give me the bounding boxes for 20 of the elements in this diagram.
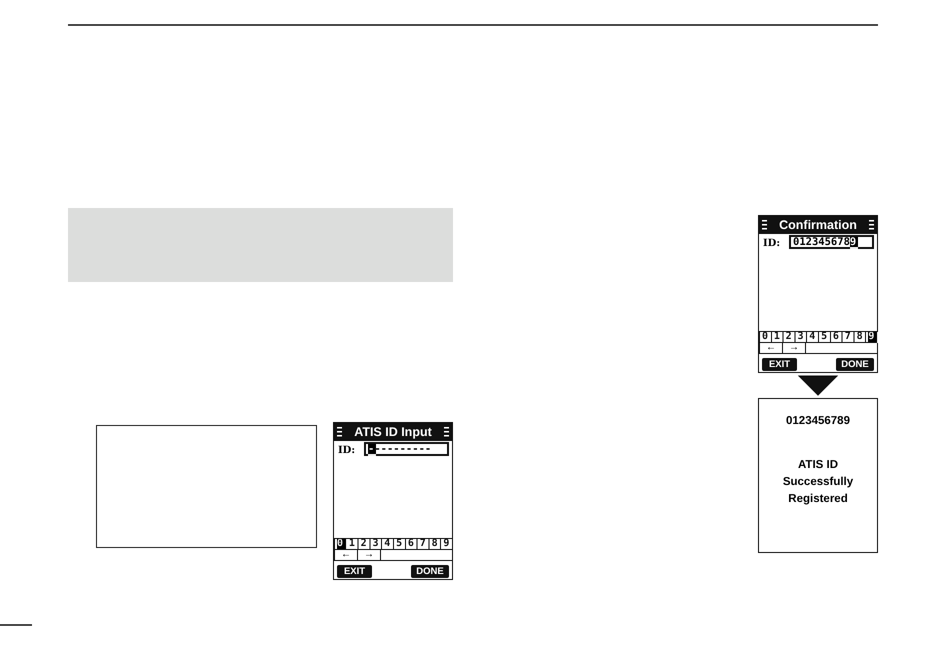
softkey-button: DONE xyxy=(836,358,874,371)
screen-title: ATIS ID Input xyxy=(353,424,433,441)
field-label: ID: xyxy=(338,445,356,456)
screen-title: Confirmation xyxy=(778,217,858,234)
softkey-button: EXIT xyxy=(337,565,372,578)
key: → xyxy=(782,342,806,354)
status-message: ATIS ID Successfully Registered xyxy=(782,458,854,507)
display-screen xyxy=(758,398,878,553)
arrow xyxy=(798,376,838,396)
empty-frame xyxy=(96,425,317,548)
display-screen xyxy=(758,215,878,373)
key: ← xyxy=(334,549,358,561)
softkey-button: DONE xyxy=(411,565,449,578)
key: → xyxy=(357,549,381,561)
field-label: ID: xyxy=(763,238,780,249)
key: ← xyxy=(759,342,783,354)
note-band xyxy=(68,208,453,282)
id-number: 0123456789 xyxy=(785,414,851,429)
display-screen xyxy=(333,422,453,580)
softkey-button: EXIT xyxy=(762,358,797,371)
